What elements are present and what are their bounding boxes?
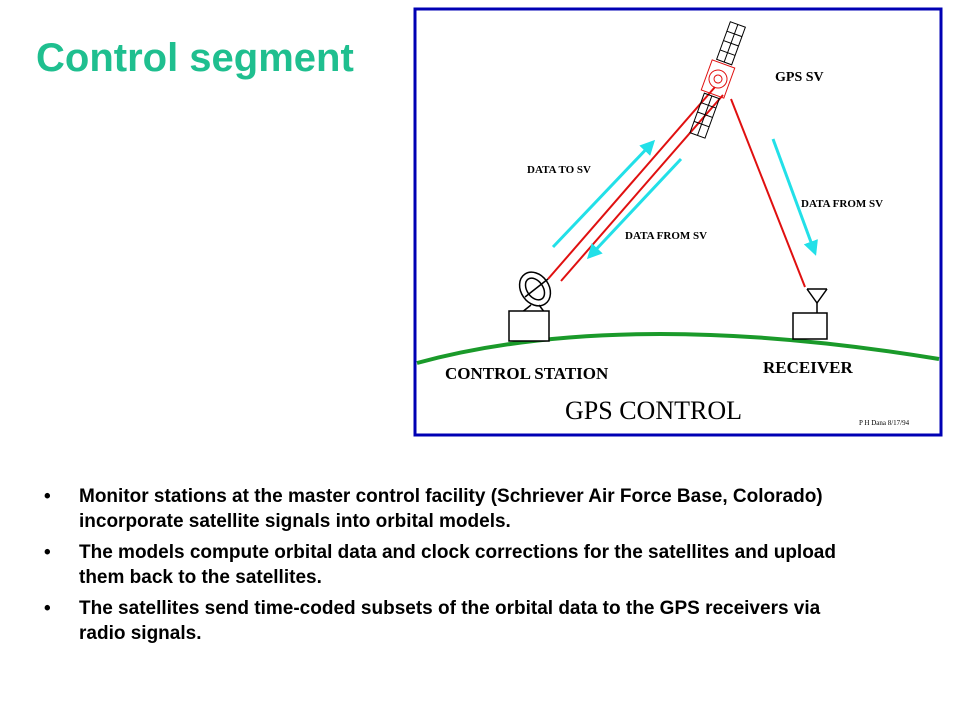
bullet-text: The models compute orbital data and cloc… — [79, 542, 836, 588]
bullet-text: The satellites send time-coded subsets o… — [79, 598, 821, 644]
earth-horizon — [416, 332, 940, 365]
label-data-from-sv-right: DATA FROM SV — [801, 198, 883, 210]
bullet-item: • Monitor stations at the master control… — [44, 484, 864, 534]
label-credit: P H Dana 8/17/94 — [859, 419, 910, 427]
gps-satellite-icon — [689, 21, 746, 139]
bullet-marker: • — [44, 598, 51, 619]
uplink-signal-line — [547, 86, 716, 280]
bullet-item: • The models compute orbital data and cl… — [44, 540, 864, 590]
bullet-text: Monitor stations at the master control f… — [79, 486, 823, 532]
label-data-to-sv: DATA TO SV — [527, 164, 591, 176]
arrow-data-to-sv — [551, 139, 656, 249]
slide-title: Control segment — [36, 36, 354, 80]
diagram-canvas: GPS SV DATA TO SV DATA FROM SV DATA FROM… — [413, 7, 943, 437]
bullet-item: • The satellites send time-coded subsets… — [44, 596, 864, 646]
label-receiver: RECEIVER — [763, 358, 853, 377]
control-station-dish-icon — [508, 271, 552, 342]
label-gps-control: GPS CONTROL — [565, 396, 742, 425]
bullet-list: • Monitor stations at the master control… — [44, 484, 864, 652]
receiver-antenna-icon — [792, 288, 828, 340]
label-data-from-sv-left: DATA FROM SV — [625, 230, 707, 242]
diagram-frame — [413, 7, 943, 437]
bullet-marker: • — [44, 542, 51, 563]
bullet-marker: • — [44, 486, 51, 507]
label-gps-sv: GPS SV — [775, 70, 824, 85]
gps-control-diagram: GPS SV DATA TO SV DATA FROM SV DATA FROM… — [413, 7, 943, 437]
downlink-signal-line-right — [730, 98, 806, 288]
label-control-station: CONTROL STATION — [445, 364, 609, 383]
arrow-data-from-sv-right — [771, 138, 818, 256]
arrow-data-from-sv-left — [586, 157, 683, 260]
